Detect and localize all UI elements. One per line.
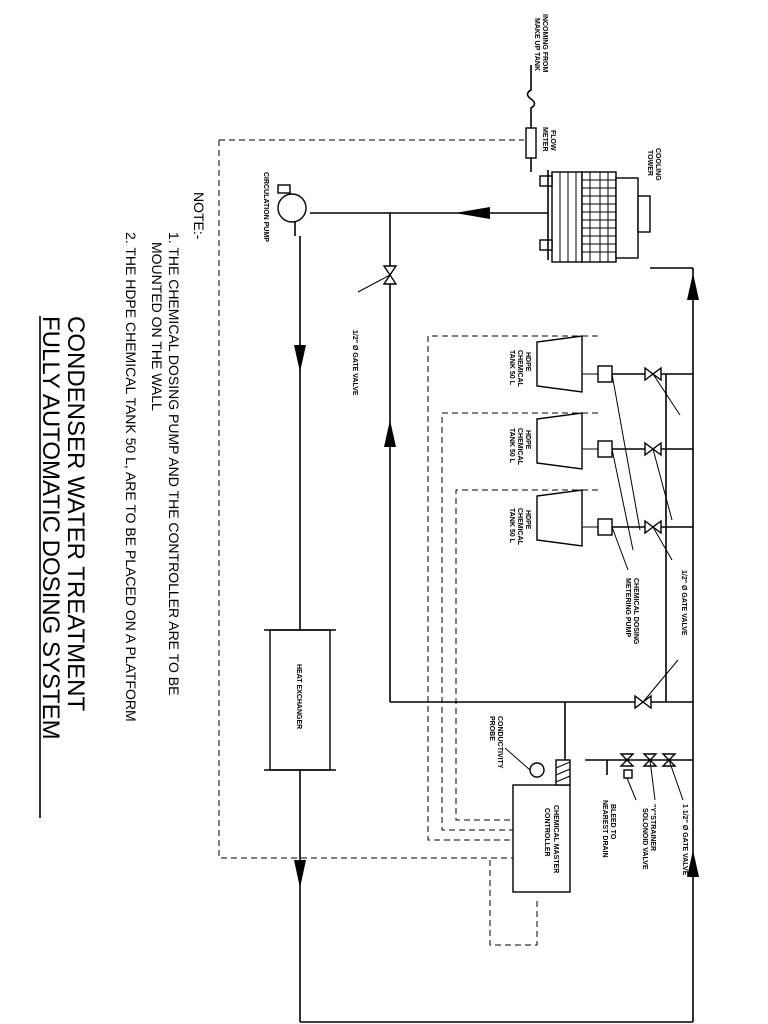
tank2-label-2: CHEMICAL [516, 428, 523, 466]
cooling-tower-label-1: COOLING [654, 148, 661, 181]
bleed-label-2: NEAREST DRAIN [601, 800, 608, 858]
tank3-label-1: HDPE [524, 510, 531, 530]
heat-exchanger-label: HEAT EXCHANGER [295, 664, 302, 729]
tank1-label-3: TANK 50 L [508, 350, 515, 386]
bypass-valve-label: 1/2" Ø GATE VALVE [351, 330, 358, 396]
probe-label-1: CONDUCTIVITY [496, 716, 503, 769]
header-gate-valve [634, 659, 679, 710]
flow-arrows [294, 207, 699, 888]
tank2-label-1: HDPE [524, 430, 531, 450]
tank3-label-2: CHEMICAL [516, 508, 523, 546]
incoming-label-1: INCOMING FROM [541, 14, 548, 72]
flow-meter-label-2: METER [541, 127, 548, 152]
controller-label-2: CONTROLLER [543, 808, 550, 857]
note-line-2: 2. THE HDPE CHEMICAL TANK 50 L, ARE TO B… [123, 232, 139, 722]
note-line-1b: MOUNTED ON THE WALL [149, 242, 165, 411]
bleed-label-1: BLEED TO [609, 804, 616, 840]
strainer-label: "Y"STRAINER [649, 804, 656, 851]
tank1-label-1: HDPE [524, 352, 531, 372]
flow-meter-label-1: FLOW [549, 130, 556, 151]
incoming-label-2: MAKE UP TANK [533, 18, 540, 71]
dosing-pump-label-2: METERING PUMP [624, 578, 631, 637]
control-wiring [218, 139, 598, 946]
chemical-master-controller [504, 747, 571, 893]
dosing-pump-label-1: CHEMICAL DOSING [632, 578, 639, 645]
bleed-assembly [619, 753, 684, 801]
cooling-tower-label-2: TOWER [646, 150, 653, 176]
probe-label-2: PROBE [488, 716, 495, 741]
solenoid-label: SOLONOID VALVE [641, 808, 648, 870]
header-valve-label: 1/2" Ø GATE VALVE [680, 570, 687, 636]
controller-label-1: CHEMICAL MASTER [552, 805, 559, 873]
tank2-label-3: TANK 50 L [508, 428, 515, 464]
tank3-label-3: TANK 50 L [508, 508, 515, 544]
circulation-pump-label: CIRCULATION PUMP [262, 172, 269, 242]
heat-exchanger [264, 629, 336, 771]
cooling-tower [539, 170, 651, 263]
tank1-label-2: CHEMICAL [516, 350, 523, 388]
bypass-gate-valve [357, 265, 398, 293]
gate-valve-1half-label: 1 1/2" Ø GATE VALVE [681, 804, 688, 876]
flow-meter [525, 127, 537, 159]
circulation-pump [277, 184, 307, 236]
note-heading: NOTE:- [191, 192, 207, 240]
note-line-1a: 1. THE CHEMICAL DOSING PUMP AND THE CONT… [166, 232, 182, 695]
dosing-stations [536, 335, 681, 571]
title-line-1: CONDENSER WATER TREATMENT [62, 316, 89, 711]
title-line-2: FULLY AUTOMATIC DOSING SYSTEM [37, 316, 64, 740]
